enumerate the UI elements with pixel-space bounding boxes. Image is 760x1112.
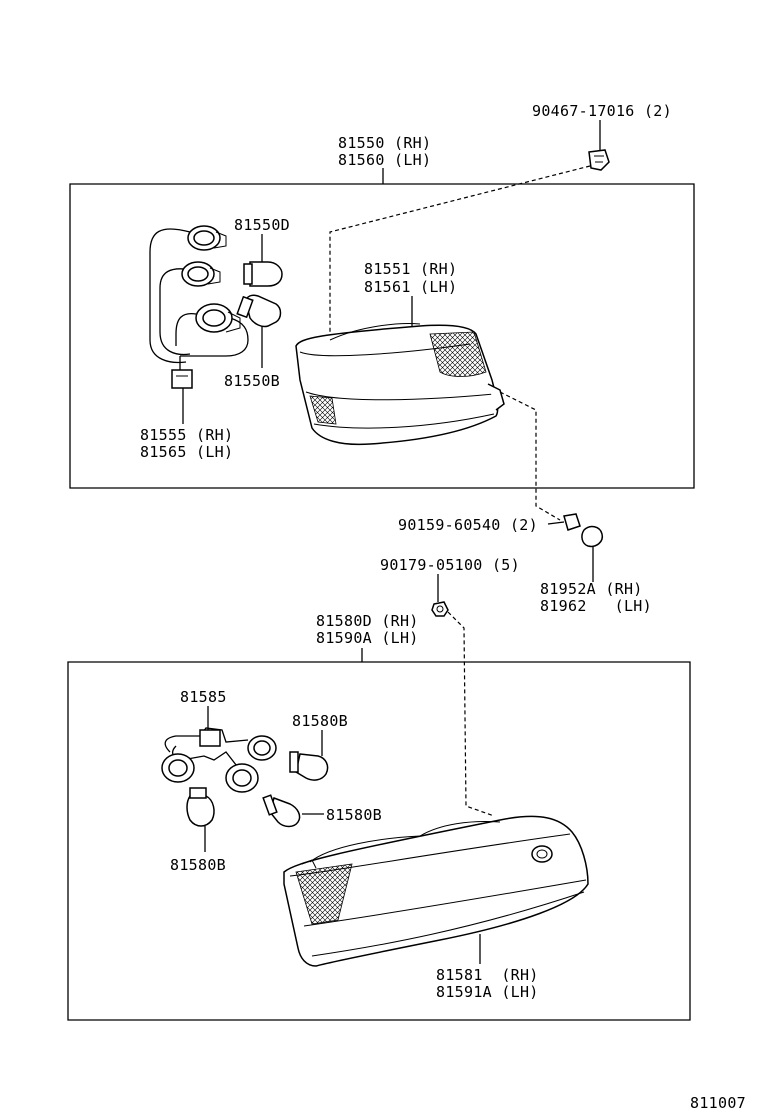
label-81580B-left: 81580B (170, 856, 226, 874)
bulb-81580B-upper (289, 751, 329, 781)
label-90179-05100: 90179-05100 (5) (380, 556, 520, 574)
label-81551-rh: 81551 (RH) (364, 260, 457, 278)
upper-assembly-box (69, 183, 695, 489)
label-81591A-lh: 81591A (LH) (436, 983, 539, 1001)
cap-81952A (581, 525, 604, 548)
label-81550-rh: 81550 (RH) (338, 134, 431, 152)
lens-81551 (295, 323, 505, 446)
screw-90159 (547, 513, 581, 531)
bulb-81580B-left (186, 787, 215, 827)
label-81952A-rh: 81952A (RH) (540, 580, 643, 598)
label-81555-rh: 81555 (RH) (140, 426, 233, 444)
dash-90179 (447, 611, 495, 817)
drawing-number: 811007 (690, 1094, 746, 1112)
label-81962-lh: 81962 (LH) (540, 597, 652, 615)
label-81560-lh: 81560 (LH) (338, 151, 431, 169)
dash-90159 (499, 391, 561, 521)
label-90467-17016: 90467-17016 (2) (532, 102, 672, 120)
clip-90467 (588, 149, 610, 171)
label-81580D-rh: 81580D (RH) (316, 612, 419, 630)
label-81565-lh: 81565 (LH) (140, 443, 233, 461)
label-81550D: 81550D (234, 216, 290, 234)
label-81580B-middle: 81580B (326, 806, 382, 824)
label-81580B-upper: 81580B (292, 712, 348, 730)
socket-harness-81555 (149, 225, 249, 389)
lower-assembly-box (67, 661, 691, 1021)
label-81585: 81585 (180, 688, 227, 706)
label-81590A-lh: 81590A (LH) (316, 629, 419, 647)
label-81561-lh: 81561 (LH) (364, 278, 457, 296)
socket-harness-81585 (161, 727, 277, 793)
label-81581-rh: 81581 (RH) (436, 966, 539, 984)
label-81550B: 81550B (224, 372, 280, 390)
bulb-81580B-middle (262, 794, 301, 828)
nut-90179 (431, 601, 449, 617)
dash-90467 (329, 165, 591, 340)
label-90159-60540: 90159-60540 (2) (398, 516, 538, 534)
lens-81581 (283, 815, 589, 967)
bulb-81550D (243, 261, 283, 287)
bulb-81550B (236, 294, 282, 328)
